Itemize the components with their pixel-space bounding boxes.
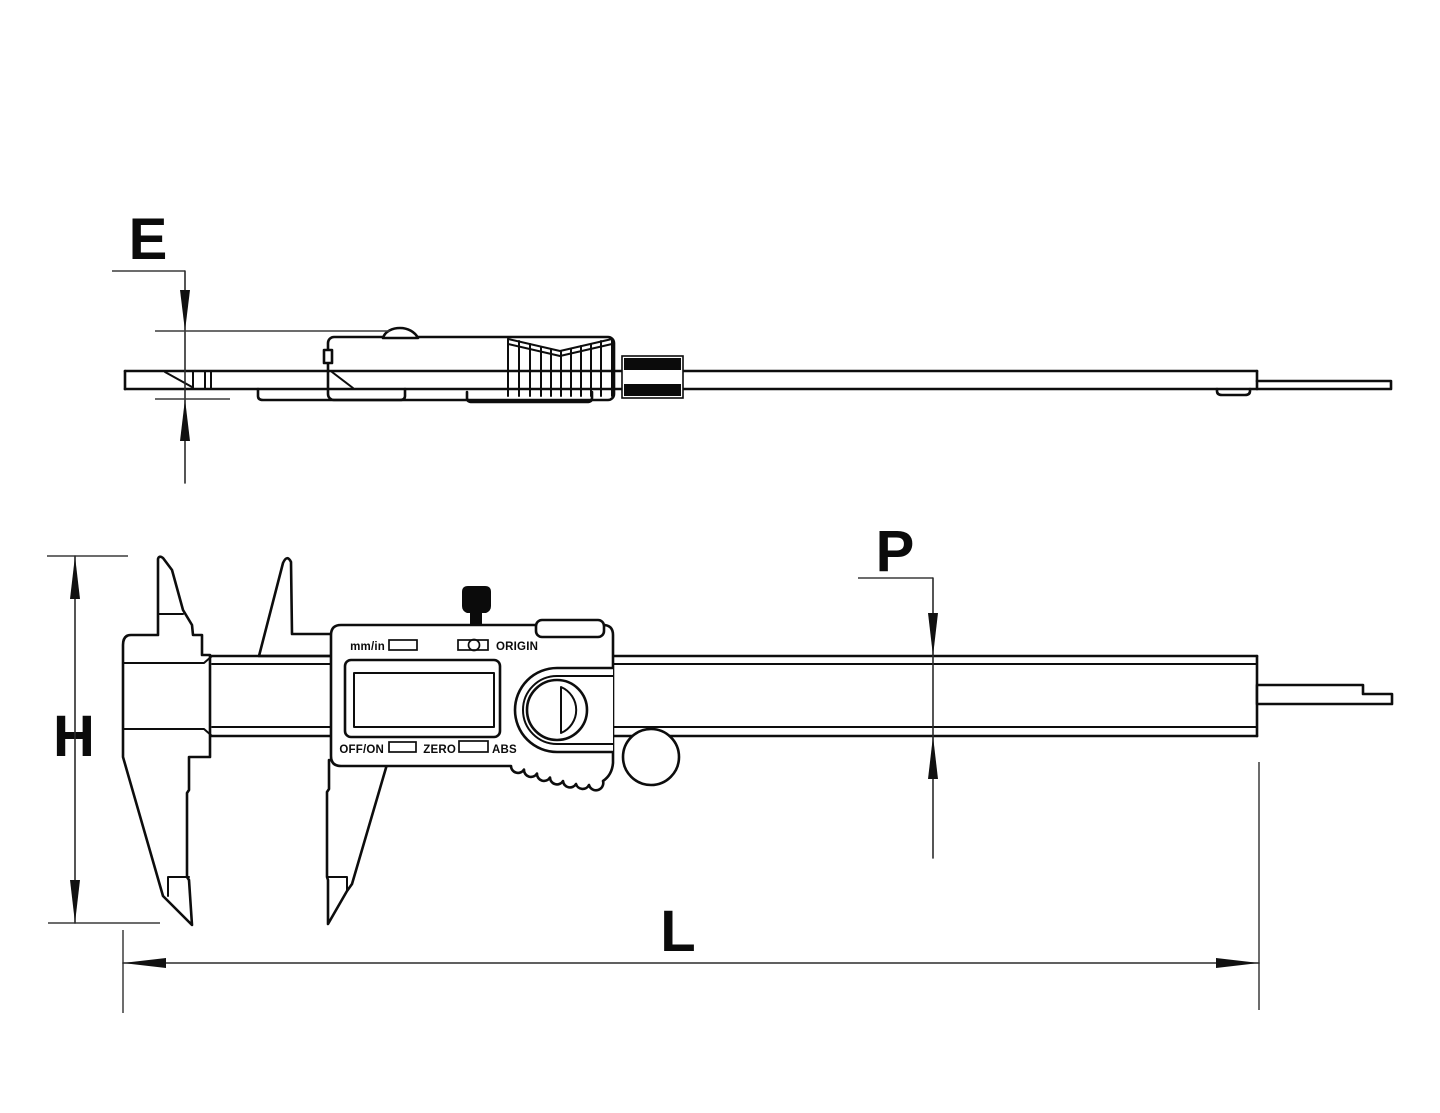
off-on-button bbox=[388, 741, 417, 753]
top-side-tab bbox=[322, 348, 334, 365]
slider-upper-jaw bbox=[257, 556, 342, 658]
dimension-e-label: E bbox=[129, 207, 168, 272]
display-housing: mm/in ORIGIN OFF/ON ZERO ABS bbox=[329, 586, 615, 792]
label-mm-in: mm/in bbox=[350, 641, 385, 653]
arrowhead-e-bottom bbox=[180, 399, 190, 441]
arrowhead-e-top bbox=[180, 290, 190, 331]
head-beam-slot-bottom bbox=[122, 728, 213, 737]
mm-in-button bbox=[388, 639, 418, 651]
top-beam-under-tab bbox=[1215, 387, 1252, 397]
fixed-head-and-jaws bbox=[121, 555, 213, 927]
dimension-p: P bbox=[858, 519, 938, 859]
front-view: mm/in ORIGIN OFF/ON ZERO ABS bbox=[121, 555, 1394, 927]
lock-wheel-slot bbox=[560, 686, 578, 734]
dimension-h: H bbox=[47, 555, 160, 924]
arrowhead-h-top bbox=[70, 556, 80, 599]
top-grip-ribs bbox=[507, 338, 613, 397]
thumb-roller bbox=[621, 727, 681, 787]
label-abs: ABS bbox=[492, 744, 517, 756]
dimension-l: L bbox=[122, 762, 1260, 1013]
lock-wheel bbox=[513, 666, 614, 754]
arrowhead-l-right bbox=[1216, 958, 1259, 968]
top-housing-slash bbox=[331, 371, 354, 389]
arrowhead-h-bottom bbox=[70, 880, 80, 923]
front-depth-rod bbox=[1255, 683, 1394, 706]
top-view bbox=[123, 326, 1393, 404]
slider-lower-jaw bbox=[325, 758, 390, 926]
lcd-bezel bbox=[343, 658, 502, 739]
label-off-on: OFF/ON bbox=[339, 744, 384, 756]
lock-wheel-disc bbox=[525, 678, 589, 742]
label-origin: ORIGIN bbox=[496, 641, 538, 653]
head-beam-slot-top bbox=[122, 655, 213, 664]
panel-bottom-row: OFF/ON ZERO ABS bbox=[339, 740, 517, 756]
lower-jaw-tip-step bbox=[167, 876, 190, 897]
lcd-screen bbox=[353, 672, 495, 728]
zero-button bbox=[458, 740, 489, 753]
arrowhead-p-bottom bbox=[928, 736, 938, 779]
battery-cover-tab bbox=[534, 618, 606, 639]
top-clamp-block bbox=[621, 355, 684, 399]
dimension-h-label: H bbox=[53, 704, 95, 769]
top-jaw-chamfer-line bbox=[164, 371, 193, 388]
thumb-screw bbox=[462, 586, 491, 625]
origin-screw-hole bbox=[467, 638, 481, 652]
top-thumbscrew-dome bbox=[381, 326, 420, 340]
top-depth-rod bbox=[1255, 379, 1393, 391]
dimension-l-label: L bbox=[660, 899, 695, 964]
top-housing-body bbox=[326, 335, 616, 402]
arrowhead-p-top bbox=[928, 613, 938, 656]
dimension-p-label: P bbox=[876, 519, 915, 584]
panel-top-row: mm/in ORIGIN bbox=[350, 638, 538, 653]
dimension-e: E bbox=[112, 207, 390, 484]
arrowhead-l-left bbox=[123, 958, 166, 968]
label-zero: ZERO bbox=[423, 744, 456, 756]
